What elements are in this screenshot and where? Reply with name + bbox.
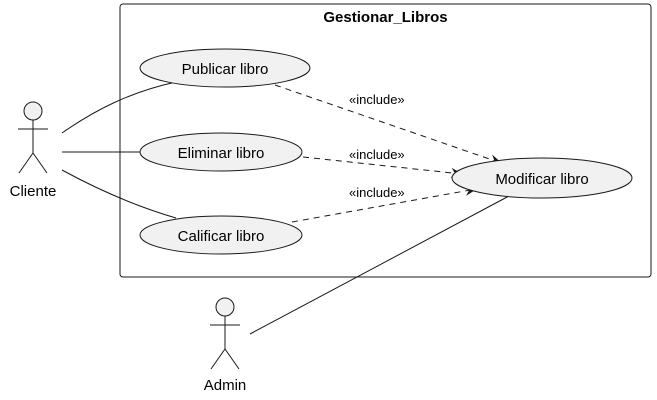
use-case-ellipse bbox=[139, 215, 303, 255]
use-case-label: Calificar libro bbox=[178, 228, 265, 245]
include-arrow-publicar bbox=[274, 84, 502, 165]
use-case-label: Publicar libro bbox=[182, 61, 269, 78]
use-case-eliminar: Eliminar libro bbox=[139, 132, 303, 172]
include-label-eliminar: «include» bbox=[349, 147, 405, 162]
association-cliente-calificar bbox=[61, 169, 177, 219]
include-arrow-calificar bbox=[291, 186, 477, 223]
use-case-label: Modificar libro bbox=[495, 171, 588, 188]
actor-label: Cliente bbox=[10, 183, 57, 200]
use-case-label: Eliminar libro bbox=[178, 145, 265, 162]
association-admin-modificar bbox=[249, 195, 510, 335]
actor-admin: Admin bbox=[204, 297, 247, 394]
include-arrow-eliminar bbox=[302, 156, 463, 178]
use-case-publicar: Publicar libro bbox=[139, 48, 311, 88]
stick-figure-icon bbox=[210, 297, 240, 370]
use-case-modificar: Modificar libro bbox=[451, 157, 633, 199]
stick-figure-icon bbox=[18, 101, 48, 174]
associations bbox=[61, 81, 510, 335]
include-label-calificar: «include» bbox=[349, 185, 405, 200]
actor-cliente: Cliente bbox=[10, 101, 57, 200]
use-case-calificar: Calificar libro bbox=[139, 215, 303, 255]
use-case-ellipse bbox=[451, 157, 633, 199]
include-dependencies bbox=[274, 84, 502, 223]
association-cliente-publicar bbox=[61, 81, 177, 134]
use-case-ellipse bbox=[139, 48, 311, 88]
include-label-publicar: «include» bbox=[349, 92, 405, 107]
use-case-ellipse bbox=[139, 132, 303, 172]
actor-label: Admin bbox=[204, 377, 247, 394]
system-title: Gestionar_Libros bbox=[323, 9, 447, 26]
